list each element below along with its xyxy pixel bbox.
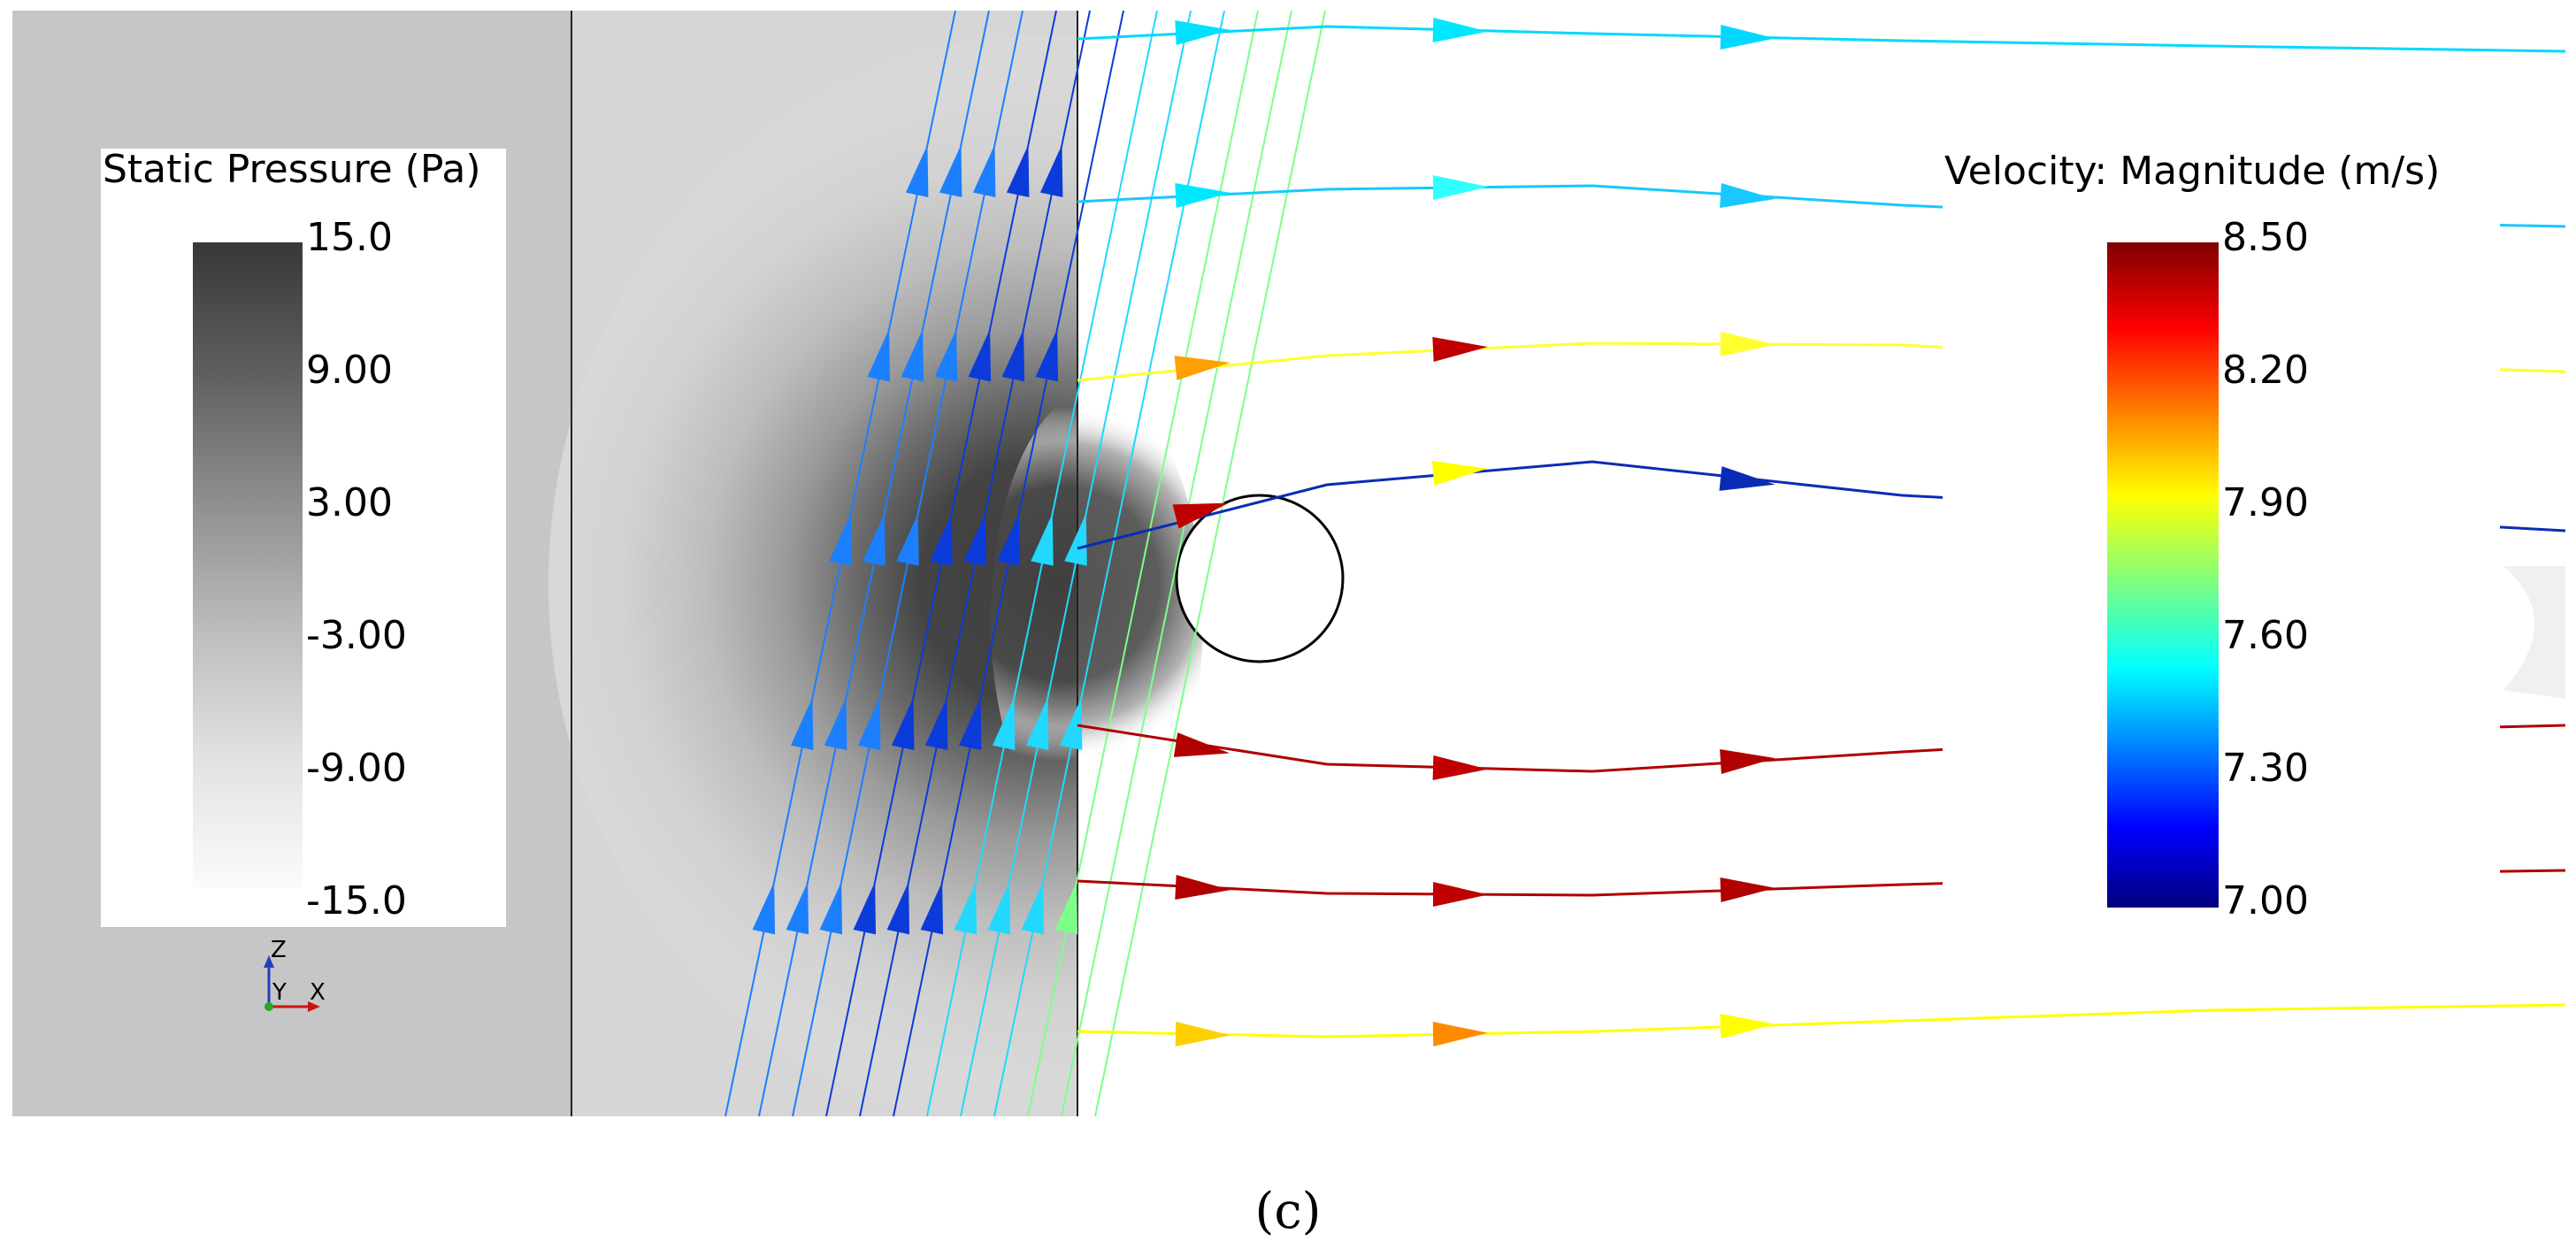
flow-arrow-icon bbox=[992, 697, 1016, 750]
velocity-streamlines bbox=[724, 11, 2566, 1116]
flow-arrow-icon bbox=[1720, 25, 1775, 50]
flow-arrow-icon bbox=[1432, 175, 1488, 200]
streamline bbox=[1061, 11, 1292, 1116]
flow-arrow-icon bbox=[867, 328, 891, 382]
flow-arrow-icon bbox=[829, 513, 852, 566]
flow-arrow-icon bbox=[958, 697, 982, 750]
flow-arrow-icon bbox=[1720, 183, 1775, 208]
flow-arrow-icon bbox=[963, 513, 986, 566]
flow-arrow-icon bbox=[939, 144, 962, 197]
flow-arrow-icon bbox=[896, 513, 919, 566]
flow-arrow-icon bbox=[1174, 356, 1230, 380]
flow-arrow-icon bbox=[954, 881, 978, 935]
flow-arrow-icon bbox=[1432, 882, 1488, 907]
tick-label: 8.20 bbox=[2222, 348, 2309, 393]
flow-arrow-icon bbox=[1001, 328, 1025, 382]
flow-arrow-icon bbox=[886, 881, 910, 935]
flow-arrow-icon bbox=[924, 697, 948, 750]
flow-arrow-icon bbox=[1175, 20, 1230, 45]
flow-arrow-icon bbox=[1432, 1022, 1488, 1046]
streamline bbox=[1077, 25, 2566, 53]
flow-arrow-icon bbox=[1039, 144, 1063, 197]
tick-label: 9.00 bbox=[306, 348, 393, 393]
pressure-legend: Static Pressure (Pa) 15.0 9.00 3.00 -3.00 -9… bbox=[101, 147, 506, 927]
pressure-tick-labels: 15.0 9.00 3.00 -3.00 -9.00 -15.0 bbox=[306, 215, 407, 923]
velocity-legend: Velocity: Magnitude (m/s) 8.50 8.20 7.90 7.… bbox=[1943, 133, 2500, 938]
velocity-legend-title: Velocity: Magnitude (m/s) bbox=[1944, 149, 2440, 194]
flow-arrow-icon bbox=[891, 697, 915, 750]
flow-arrow-icon bbox=[987, 881, 1011, 935]
flow-arrow-icon bbox=[905, 144, 929, 197]
flow-arrow-icon bbox=[1006, 144, 1030, 197]
tick-label: 15.0 bbox=[306, 215, 393, 260]
flow-arrow-icon bbox=[1025, 697, 1049, 750]
flow-arrow-icon bbox=[968, 328, 992, 382]
flow-arrow-icon bbox=[1175, 1022, 1230, 1046]
flow-arrow-icon bbox=[1064, 513, 1087, 566]
flow-arrow-icon bbox=[1173, 732, 1230, 757]
flow-arrow-icon bbox=[786, 881, 809, 935]
flow-arrow-icon bbox=[1054, 881, 1078, 935]
flow-arrow-icon bbox=[1175, 875, 1230, 900]
flow-arrow-icon bbox=[1431, 461, 1488, 486]
flow-arrow-icon bbox=[1719, 466, 1775, 491]
tick-label: 8.50 bbox=[2222, 215, 2309, 260]
tick-label: 7.00 bbox=[2222, 878, 2309, 923]
figure-caption: (c) bbox=[1254, 1183, 1321, 1240]
flow-arrow-icon bbox=[824, 697, 847, 750]
flow-arrow-icon bbox=[752, 881, 776, 935]
tick-label: 3.00 bbox=[306, 480, 393, 525]
flow-arrow-icon bbox=[1031, 513, 1054, 566]
flow-arrow-icon bbox=[972, 144, 996, 197]
flow-arrow-icon bbox=[1432, 337, 1488, 362]
streamline bbox=[1077, 1003, 2566, 1038]
tick-label: 7.60 bbox=[2222, 613, 2309, 658]
flow-arrow-icon bbox=[819, 881, 843, 935]
cylinder bbox=[1175, 494, 1345, 663]
flow-arrow-icon bbox=[920, 881, 944, 935]
flow-arrow-icon bbox=[1720, 1014, 1775, 1038]
flow-arrow-icon bbox=[853, 881, 877, 935]
tick-label: -9.00 bbox=[306, 746, 407, 791]
flow-arrow-icon bbox=[1172, 502, 1230, 529]
flow-arrow-icon bbox=[901, 328, 924, 382]
axes-triad: Z Y X bbox=[264, 937, 326, 1012]
axis-x-label: X bbox=[310, 979, 326, 1006]
axis-z-label: Z bbox=[271, 937, 287, 963]
flow-arrow-icon bbox=[1720, 749, 1775, 774]
pressure-legend-title: Static Pressure (Pa) bbox=[103, 147, 481, 192]
flow-arrow-icon bbox=[790, 697, 814, 750]
flow-arrow-icon bbox=[1021, 881, 1045, 935]
flow-arrow-icon bbox=[862, 513, 886, 566]
axis-y-label: Y bbox=[272, 979, 287, 1006]
velocity-tick-labels: 8.50 8.20 7.90 7.60 7.30 7.00 bbox=[2222, 215, 2309, 923]
flow-arrow-icon bbox=[1035, 328, 1059, 382]
flow-arrow-icon bbox=[997, 513, 1020, 566]
flow-arrow-icon bbox=[1059, 697, 1083, 750]
flow-arrow-icon bbox=[1720, 332, 1775, 356]
tick-label: -15.0 bbox=[306, 878, 407, 923]
tick-label: 7.30 bbox=[2222, 746, 2309, 791]
velocity-colorbar bbox=[2107, 242, 2219, 908]
flow-arrow-icon bbox=[1720, 877, 1775, 902]
flow-arrow-icon bbox=[930, 513, 953, 566]
tick-label: -3.00 bbox=[306, 613, 407, 658]
flow-arrow-icon bbox=[934, 328, 958, 382]
flow-arrow-icon bbox=[1175, 183, 1230, 208]
flow-arrow-icon bbox=[857, 697, 881, 750]
tick-label: 7.90 bbox=[2222, 480, 2309, 525]
flow-arrow-icon bbox=[1432, 18, 1488, 42]
flow-arrow-icon bbox=[1432, 755, 1488, 780]
pressure-colorbar bbox=[193, 242, 303, 888]
streamline bbox=[1094, 11, 1326, 1116]
